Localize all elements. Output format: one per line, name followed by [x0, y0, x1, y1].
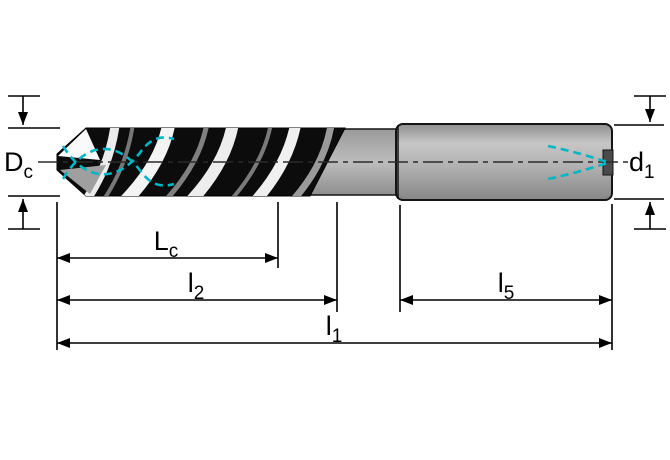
label-dc: Dc	[4, 147, 33, 183]
label-l1: l1	[326, 311, 343, 347]
label-d1: d1	[629, 147, 655, 183]
coolant-channels	[61, 136, 608, 187]
flute-shadow	[216, 128, 274, 196]
drill-body	[56, 123, 614, 201]
flute-shadow	[93, 128, 136, 196]
length-dimensions	[56, 202, 613, 350]
coolant-spiral-left-1	[61, 136, 175, 176]
coolant-spiral-left-2	[61, 147, 175, 187]
drill-tip-facet-top	[58, 129, 100, 160]
flute-highlight	[173, 128, 240, 196]
flute-shadow	[279, 128, 336, 196]
dc-dimension	[8, 95, 60, 230]
flute-highlight	[239, 128, 303, 196]
d1-dimension	[614, 95, 666, 230]
flute-shadow	[150, 128, 211, 196]
coolant-line-right-top	[547, 144, 608, 164]
flute-highlight	[107, 128, 177, 196]
label-l2: l2	[188, 268, 205, 304]
label-lc: Lc	[154, 226, 179, 262]
label-l5: l5	[498, 268, 515, 304]
coolant-line-right-bottom	[547, 161, 608, 181]
